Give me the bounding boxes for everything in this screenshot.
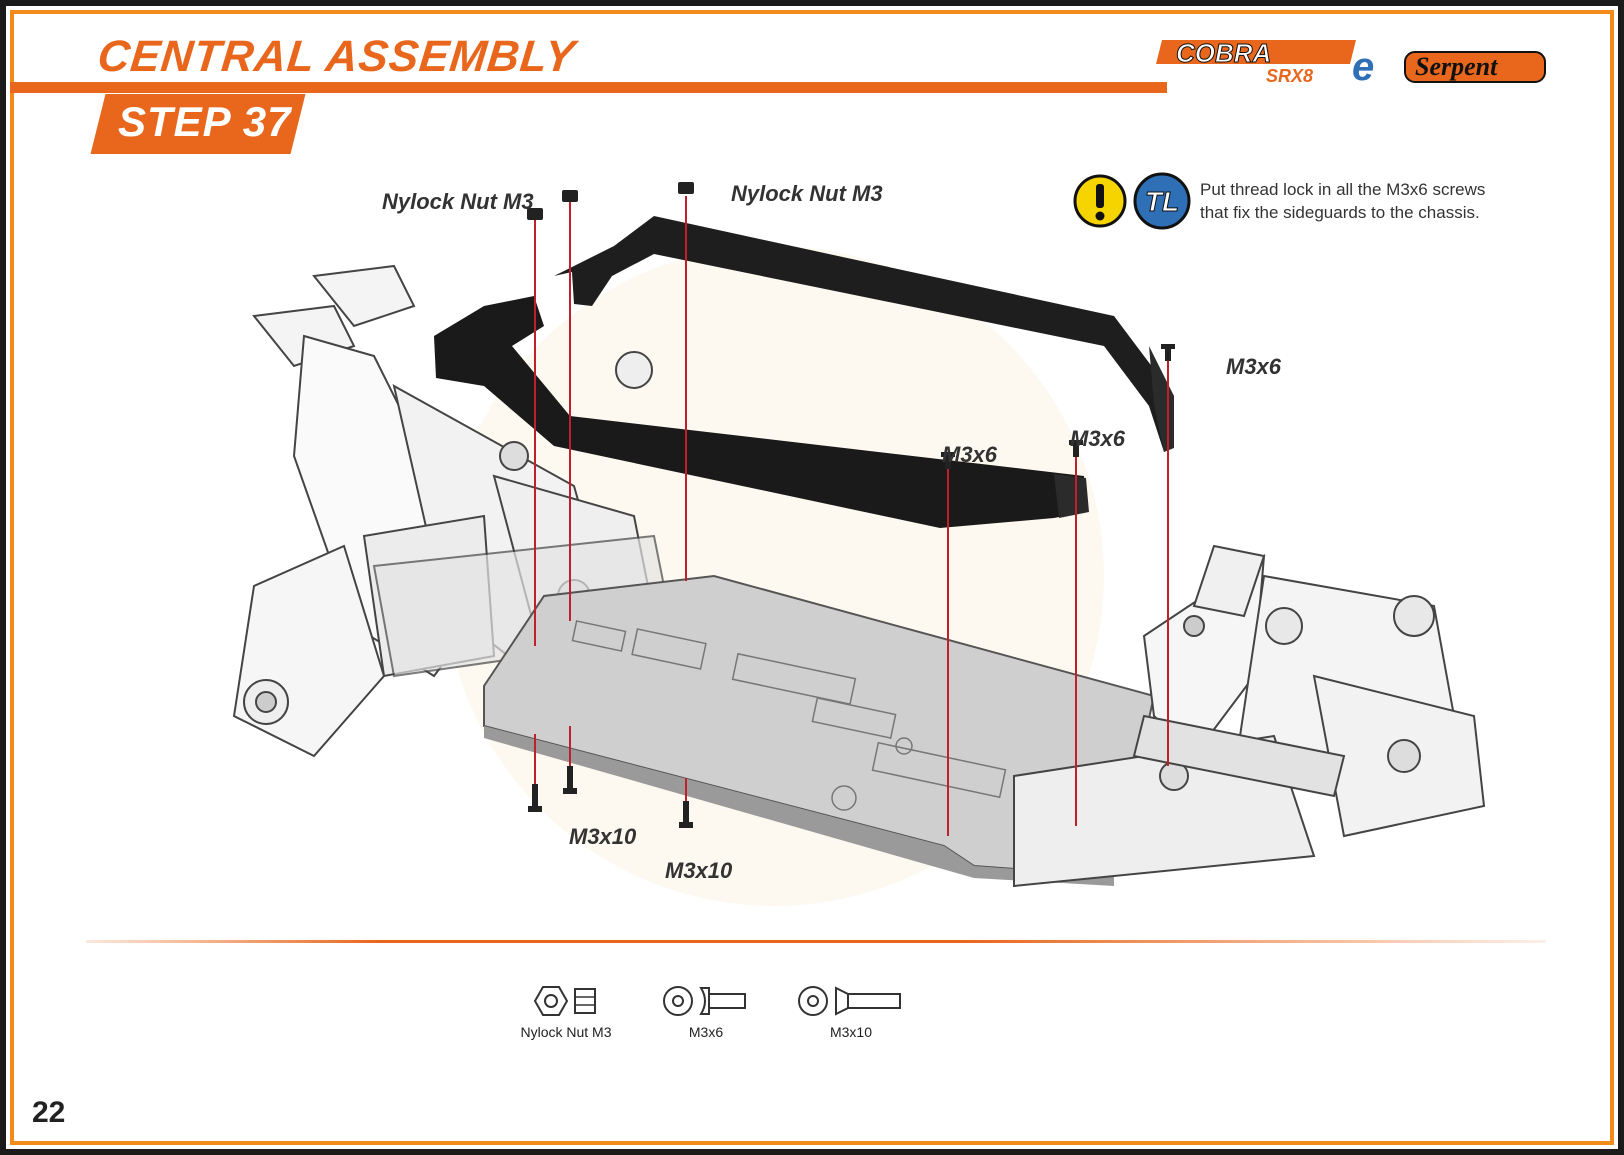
assembly-diagram [232,182,1486,906]
orange-frame [10,10,1614,1145]
callout-nylock-nut-left: Nylock Nut M3 [382,189,534,214]
callout-m3x10-left: M3x10 [569,824,637,849]
guide-lines [534,196,1169,836]
screw-m3x10-left-a [528,784,542,812]
legend-nylock-nut: Nylock Nut M3 [506,984,626,1040]
screw-m3x6-right [1161,344,1175,361]
legend-m3x6-label: M3x6 [688,1024,724,1040]
front-suspension [1013,544,1486,888]
legend-nylock-nut-label: Nylock Nut M3 [520,1024,612,1040]
legend-m3x10-label: M3x10 [829,1024,873,1040]
serpent-logo: Serpent [1404,51,1546,83]
cobra-logo: COBRA SRX8 e [1156,38,1374,86]
section-title: CENTRAL ASSEMBLY [95,32,578,81]
page-number: 22 [32,1096,66,1129]
nylock-nuts [527,182,694,220]
screw-m3x10-center [679,801,693,828]
m3x10-screw-icon [798,986,901,1016]
sideguard-lower [434,296,1089,528]
screw-m3x6-mid [1069,440,1083,457]
cobra-logo-e: e [1352,45,1374,86]
screw-m3x6-center [941,452,955,469]
callout-nylock-nut-right: Nylock Nut M3 [731,181,883,206]
callout-m3x6-center: M3x6 [942,442,998,467]
screw-m3x10-left-b [563,766,577,794]
thread-lock-icon: TL [1133,172,1191,230]
step-label: STEP 37 [118,98,292,145]
serpent-logo-text: Serpent [1415,52,1498,81]
callout-m3x10-center: M3x10 [665,858,733,883]
legend-separator [86,940,1546,943]
nylock-nut-icon [533,986,596,1016]
cobra-logo-sub: SRX8 [1266,66,1313,86]
thread-lock-badge-text: TL [1145,186,1179,217]
legend-m3x6: M3x6 [656,984,756,1040]
warning-icon [1073,174,1127,228]
header-bar [10,82,1167,93]
legend-m3x10: M3x10 [791,984,911,1040]
callout-m3x6-right: M3x6 [1226,354,1282,379]
cobra-logo-text: COBRA [1176,38,1271,68]
screws [528,344,1175,828]
callout-m3x6-mid: M3x6 [1070,426,1126,451]
thread-lock-note: Put thread lock in all the M3x6 screws t… [1200,180,1486,222]
m3x6-screw-icon [663,986,746,1016]
